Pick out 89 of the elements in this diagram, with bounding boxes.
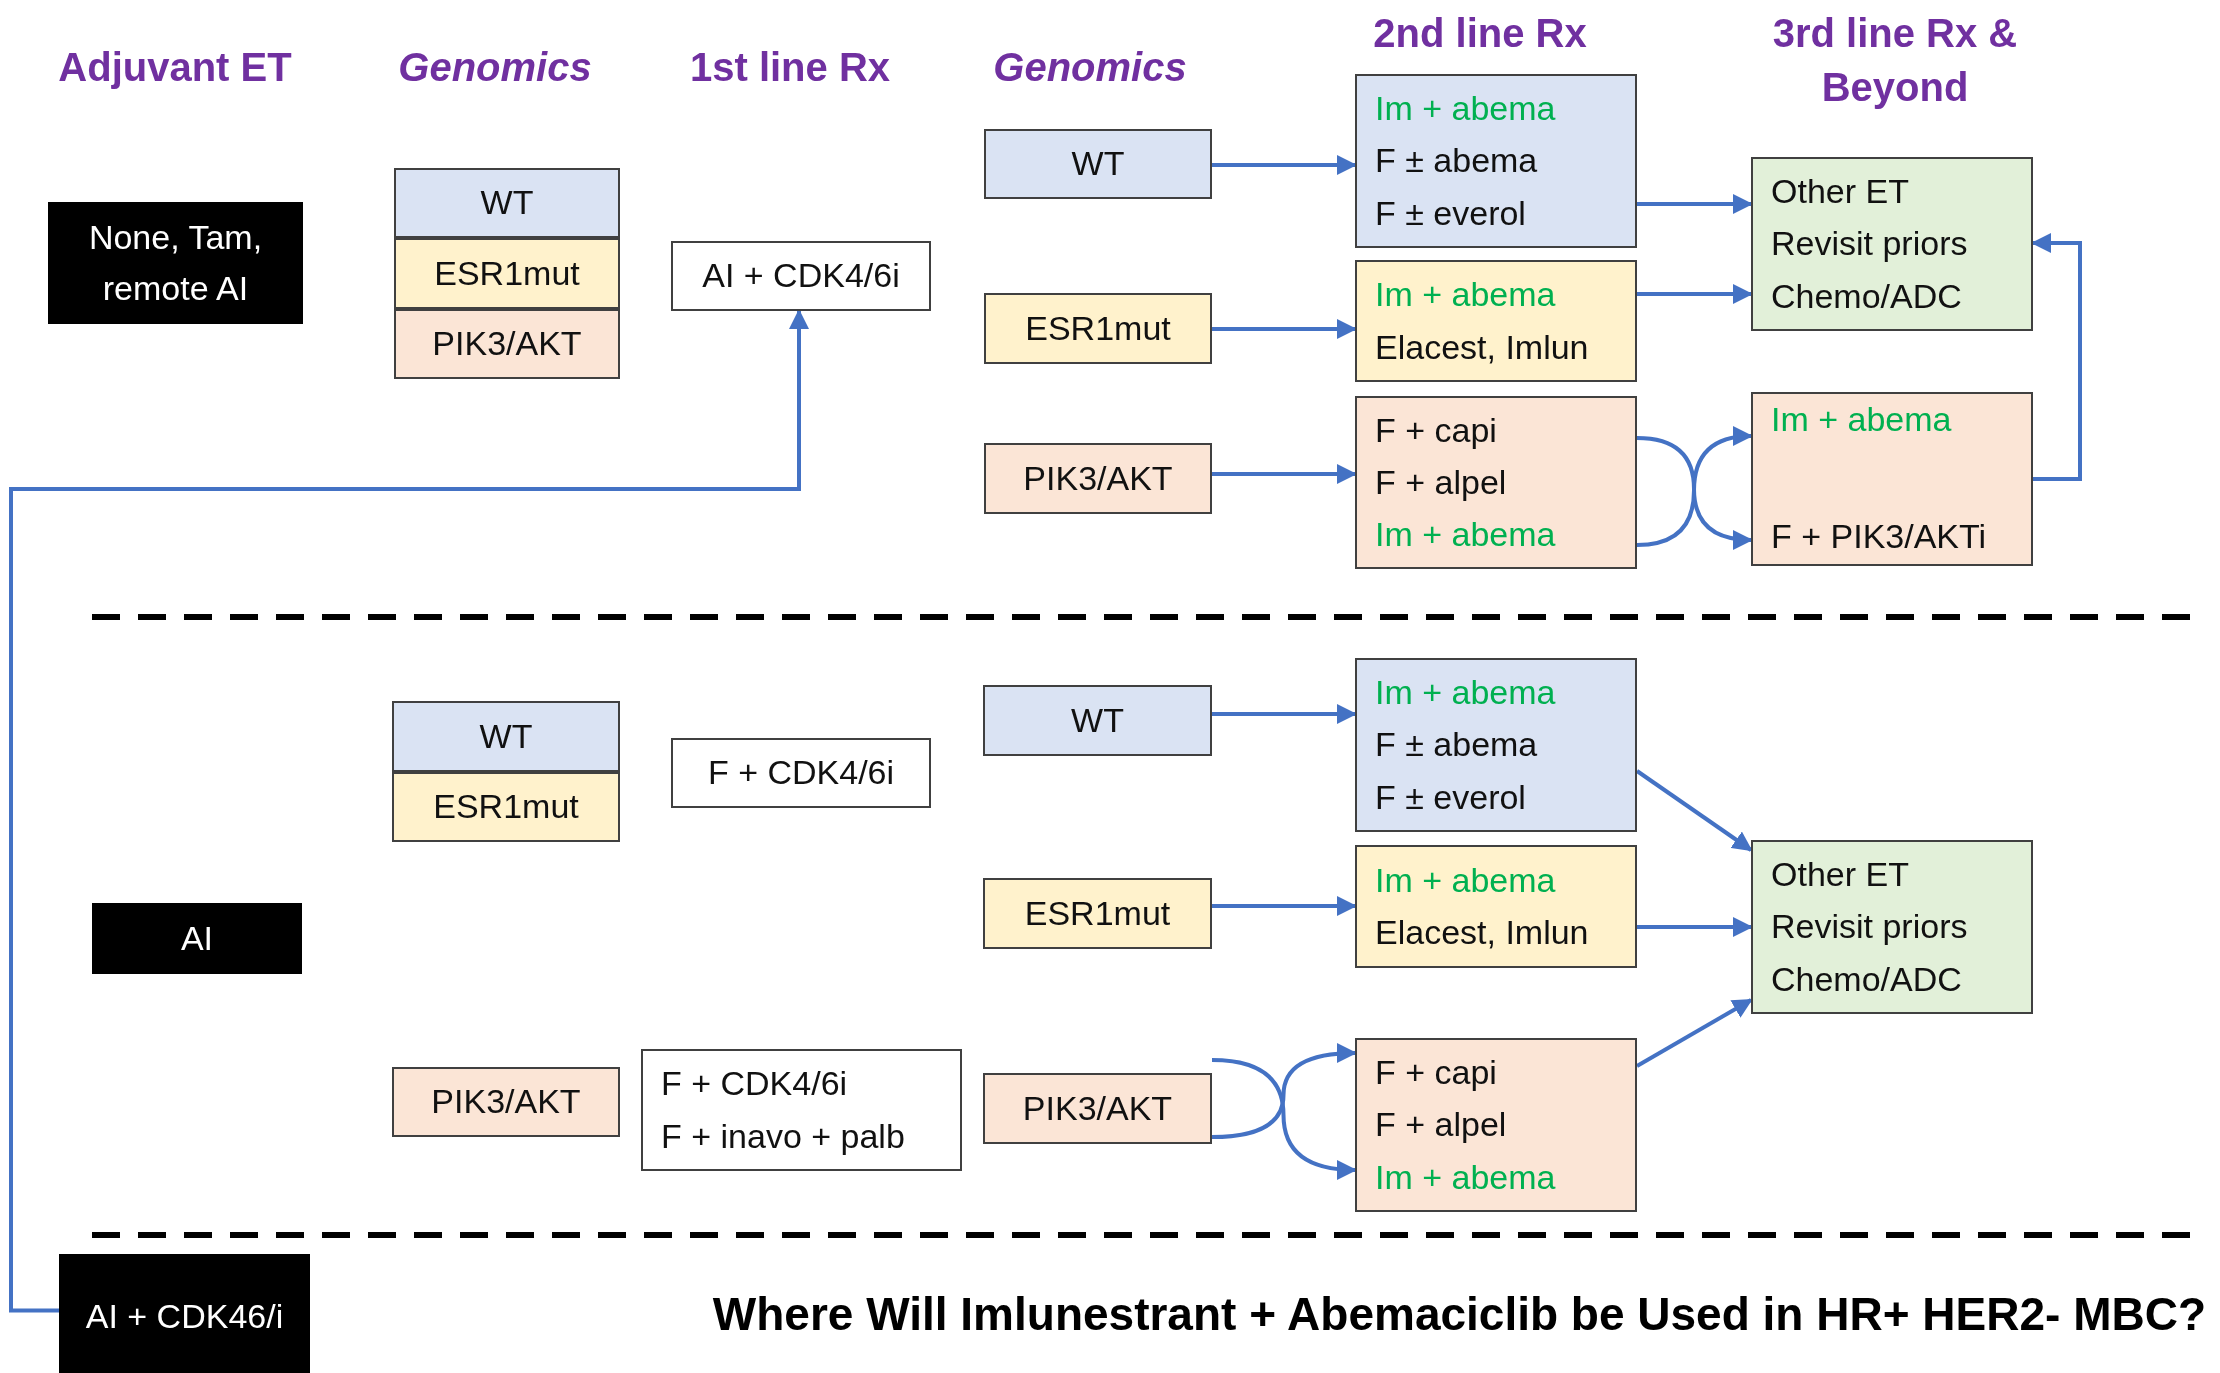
therapy-box xyxy=(1355,658,1637,832)
box-text: PIK3/AKT xyxy=(431,1082,581,1122)
column-header: 3rd line Rx & Beyond xyxy=(1771,10,2019,111)
box-text: F + capi xyxy=(1375,1053,1498,1093)
box-text: Im + abema xyxy=(1375,1157,1557,1197)
box-text: PIK3/AKT xyxy=(432,324,582,364)
box-text: Im + abema xyxy=(1375,860,1557,900)
box-text: AI xyxy=(179,918,215,959)
box-text: F + PIK3/AKTi xyxy=(1771,516,1988,556)
box-text: Revisit priors xyxy=(1771,224,1969,264)
box-text: ESR1mut xyxy=(1024,893,1171,934)
arrow xyxy=(1212,704,1357,724)
box-text: WT xyxy=(1071,144,1125,184)
box-text: AI + CDK46/i xyxy=(84,1296,285,1337)
box-text: WT xyxy=(1071,700,1124,741)
genomics-box xyxy=(983,1073,1212,1144)
arrow xyxy=(1211,1058,1357,1180)
box-text: F + alpel xyxy=(1375,1105,1508,1145)
arrow xyxy=(1212,319,1357,339)
genomics-box xyxy=(394,168,620,238)
box-text: Im + abema xyxy=(1375,514,1557,555)
therapy-box xyxy=(1751,840,2033,1014)
box-text: F + CDK4/6i xyxy=(661,1064,849,1104)
therapy-box xyxy=(1355,74,1637,248)
box-text: F ± everol xyxy=(1375,193,1527,233)
box-text: F + inavo + palb xyxy=(661,1116,906,1156)
box-text: F ± abema xyxy=(1375,725,1539,765)
box-text: Im + abema xyxy=(1771,400,1953,440)
genomics-box xyxy=(983,685,1212,756)
label-box xyxy=(48,202,303,324)
box-text: Other ET xyxy=(1771,172,1910,212)
box-text: F + capi xyxy=(1375,410,1498,450)
genomics-box xyxy=(984,293,1212,364)
box-text: WT xyxy=(479,716,533,757)
genomics-box xyxy=(392,701,620,772)
column-header: 2nd line Rx xyxy=(1372,10,1588,57)
label-box xyxy=(59,1254,310,1373)
box-text: Elacest, Imlun xyxy=(1375,327,1590,367)
box-text: Im + abema xyxy=(1375,673,1557,713)
box-text: AI + CDK4/6i xyxy=(702,256,900,296)
genomics-box xyxy=(984,443,1212,514)
therapy-box xyxy=(671,241,931,311)
box-text: Chemo/ADC xyxy=(1771,959,1963,999)
box-text: ESR1mut xyxy=(434,253,580,294)
genomics-box xyxy=(392,1067,620,1137)
genomics-box xyxy=(394,238,620,309)
column-header: Genomics xyxy=(992,44,1188,91)
box-text: F + CDK4/6i xyxy=(707,753,895,793)
box-text: Im + abema xyxy=(1375,275,1557,315)
box-text: Im + abema xyxy=(1375,89,1557,129)
label-box xyxy=(92,903,302,974)
therapy-box xyxy=(671,738,931,808)
box-text: ESR1mut xyxy=(1025,308,1171,349)
therapy-box xyxy=(1355,1038,1637,1212)
genomics-box xyxy=(983,878,1212,949)
arrow xyxy=(1637,284,1753,304)
box-text: F ± abema xyxy=(1375,141,1539,181)
box-text: Other ET xyxy=(1771,855,1910,895)
arrow xyxy=(9,309,809,1313)
column-header: 1st line Rx xyxy=(688,44,892,91)
box-text: PIK3/AKT xyxy=(1022,1088,1173,1129)
arrow xyxy=(1212,464,1357,484)
therapy-box xyxy=(1355,845,1637,968)
box-text: None, Tam, remote AI xyxy=(87,217,264,309)
therapy-box xyxy=(1355,260,1637,382)
arrow xyxy=(1637,917,1753,937)
genomics-box xyxy=(394,309,620,379)
title: Where Will Imlunestrant + Abemaciclib be Used in HR+ HER2- MBC? xyxy=(712,1287,2206,1341)
arrow xyxy=(1212,896,1357,916)
box-text: Elacest, Imlun xyxy=(1375,913,1590,953)
column-header: Genomics xyxy=(397,44,593,91)
genomics-box xyxy=(392,772,620,842)
genomics-box xyxy=(984,129,1212,199)
therapy-box xyxy=(1751,157,2033,331)
arrow xyxy=(1637,194,1753,214)
box-text: ESR1mut xyxy=(433,787,579,827)
box-text: F ± everol xyxy=(1375,777,1527,817)
therapy-box xyxy=(1751,392,2033,566)
arrow xyxy=(1211,1043,1357,1139)
arrow xyxy=(1636,998,1753,1068)
box-text: F + alpel xyxy=(1375,462,1508,503)
box-text: PIK3/AKT xyxy=(1023,458,1173,499)
box-text: Chemo/ADC xyxy=(1771,276,1963,316)
box-text: WT xyxy=(480,183,534,223)
therapy-box xyxy=(1355,396,1637,569)
arrow xyxy=(1212,155,1357,175)
box-text: Revisit priors xyxy=(1771,907,1969,947)
therapy-box xyxy=(641,1049,962,1171)
column-header: Adjuvant ET xyxy=(57,44,293,91)
